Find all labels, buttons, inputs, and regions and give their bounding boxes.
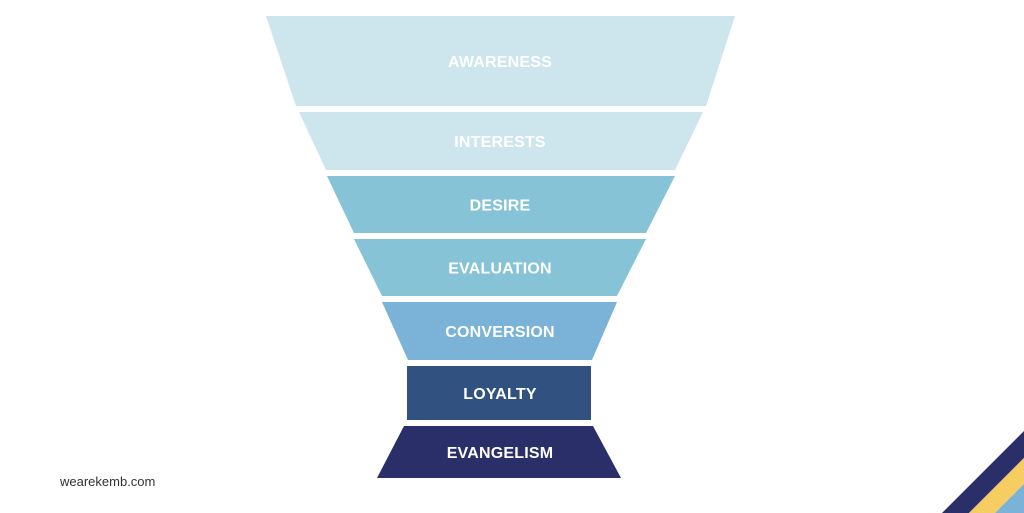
funnel-stage-label: EVANGELISM — [447, 445, 554, 462]
funnel-stage-label: AWARENESS — [448, 54, 552, 71]
funnel-stage-label: CONVERSION — [445, 324, 555, 341]
corner-stripe-blue — [995, 484, 1024, 513]
funnel-stage-desire — [327, 176, 675, 233]
funnel-stage-label: DESIRE — [470, 198, 531, 215]
site-url: wearekemb.com — [60, 474, 156, 489]
funnel-stage-interests — [299, 112, 703, 170]
corner-stripe-navy — [942, 431, 1024, 513]
corner-stripe-yellow — [969, 458, 1024, 513]
funnel-stage-loyalty — [407, 366, 591, 420]
corner-stripes-decoration — [942, 431, 1024, 513]
funnel-stage-label: LOYALTY — [463, 386, 537, 403]
funnel-stage-label: EVALUATION — [448, 261, 552, 278]
funnel-stage-evangelism — [377, 426, 621, 478]
funnel-stage-awareness — [266, 16, 735, 106]
funnel-stages: AWARENESS INTERESTS DESIRE EVALUATION CONVER… — [266, 16, 735, 478]
funnel-stage-evaluation — [354, 239, 646, 296]
funnel-stage-label: INTERESTS — [454, 134, 546, 151]
funnel-stage-conversion — [382, 302, 617, 360]
